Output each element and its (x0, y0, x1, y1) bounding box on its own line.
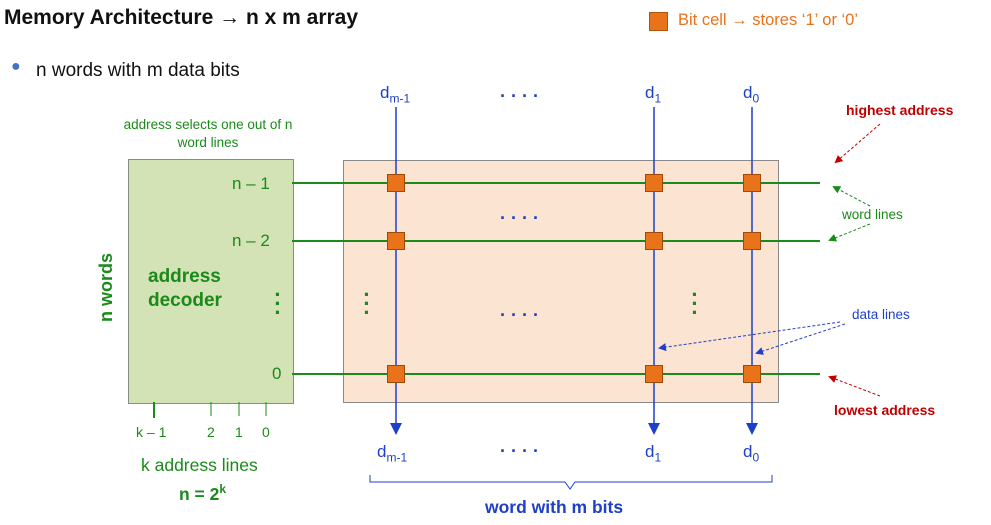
address-bit-0: 0 (262, 424, 270, 440)
vdots-right: · · · (691, 282, 699, 325)
data-lines-arrow-d0 (755, 323, 846, 355)
vdots-left: · · · (363, 282, 371, 325)
bit-cell (645, 365, 663, 383)
word-lines-label: word lines (842, 207, 903, 222)
memory-array-background (343, 160, 779, 403)
decoder-note: address selects one out of n word lines (123, 117, 293, 150)
lowest-address-label: lowest address (834, 402, 936, 418)
address-lines-label: k address lines (141, 455, 258, 475)
ellipsis-row-1: · · · · (500, 208, 539, 228)
address-bit-1: 1 (235, 424, 243, 440)
data-lines-label: data lines (852, 307, 910, 322)
highest-address-arrow (834, 123, 881, 164)
bit-cell-legend-swatch (649, 12, 668, 31)
bullet-icon: ● (11, 58, 21, 75)
lowest-address-arrow (828, 375, 881, 397)
address-bit-k-1: k – 1 (136, 424, 167, 440)
ellipsis-middle: · · · · (500, 305, 539, 325)
data-label-top-d0: d0 (743, 83, 760, 106)
data-label-bottom-d1: d1 (645, 442, 662, 465)
word-lines-arrow-top (832, 186, 871, 207)
word-with-m-bits-label: word with m bits (485, 497, 624, 517)
n-equation: n = 2k (179, 482, 227, 504)
word-lines-arrow-bottom (828, 223, 871, 242)
bit-cell (387, 232, 405, 250)
bit-cell (743, 174, 761, 192)
data-label-bottom-dm-1: dm-1 (377, 442, 408, 465)
data-label-top-dm-1: dm-1 (380, 83, 411, 106)
bit-cell (743, 232, 761, 250)
address-decoder-label: address decoder (148, 266, 222, 311)
data-label-top-d1: d1 (645, 83, 662, 106)
bullet-text: n words with m data bits (36, 60, 240, 81)
ellipsis-top: · · · · (500, 86, 539, 106)
row-label-0: 0 (272, 364, 282, 383)
page-title: Memory Architecture → n x m array (4, 6, 359, 29)
bit-cell (387, 365, 405, 383)
data-label-bottom-d0: d0 (743, 442, 760, 465)
bit-cell (743, 365, 761, 383)
word-brace (369, 475, 773, 490)
bit-cell (387, 174, 405, 192)
data-lines-arrow-d1 (658, 321, 841, 352)
bit-cell (645, 232, 663, 250)
row-label-n-1: n – 1 (232, 174, 270, 193)
address-decoder-box (128, 159, 294, 404)
ellipsis-bottom: · · · · (500, 441, 539, 461)
vdots-decoder: · · · (274, 282, 282, 325)
bit-cell-legend-label: Bit cell → stores ‘1’ or ‘0’ (678, 11, 859, 29)
highest-address-label: highest address (846, 102, 954, 118)
row-label-n-2: n – 2 (232, 231, 270, 250)
bit-cell (645, 174, 663, 192)
address-bit-2: 2 (207, 424, 215, 440)
